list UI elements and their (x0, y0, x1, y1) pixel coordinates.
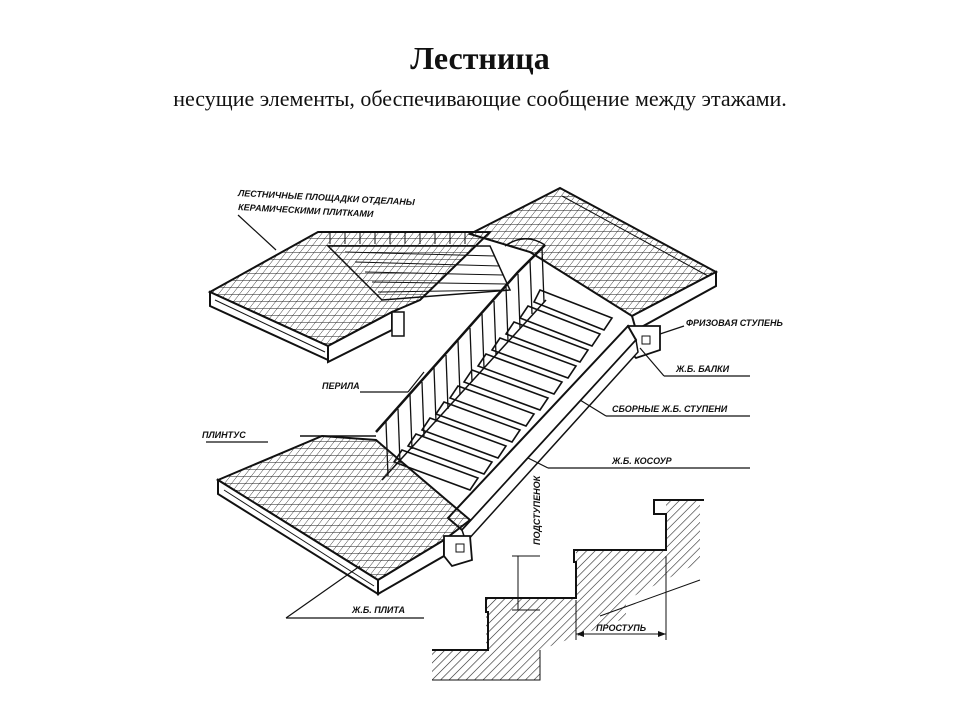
label-landing-tiles-line2: КЕРАМИЧЕСКИМИ ПЛИТКАМИ (238, 202, 374, 219)
upper-left-landing (207, 231, 512, 364)
label-slab: Ж.Б. ПЛИТА (351, 605, 405, 615)
upper-right-landing (467, 186, 719, 360)
slide-title: Лестница (410, 40, 550, 76)
label-frieze-step: ФРИЗОВАЯ СТУПЕНЬ (686, 318, 784, 328)
label-railing: ПЕРИЛА (322, 381, 360, 391)
label-plinth: ПЛИНТУС (202, 430, 246, 440)
label-stringer: Ж.Б. КОСОУР (611, 456, 673, 466)
lower-landing (215, 434, 473, 596)
slide-subtitle: несущие элементы, обеспечивающие сообщен… (173, 86, 787, 111)
label-riser: ПОДСТУПЕНОК (532, 474, 542, 545)
label-tread: ПРОСТУПЬ (596, 623, 647, 633)
callout-leaders (206, 214, 750, 619)
label-rc-beams: Ж.Б. БАЛКИ (675, 364, 730, 374)
step-section-detail (432, 499, 704, 681)
label-prefab-steps: СБОРНЫЕ Ж.Б. СТУПЕНИ (612, 404, 728, 414)
